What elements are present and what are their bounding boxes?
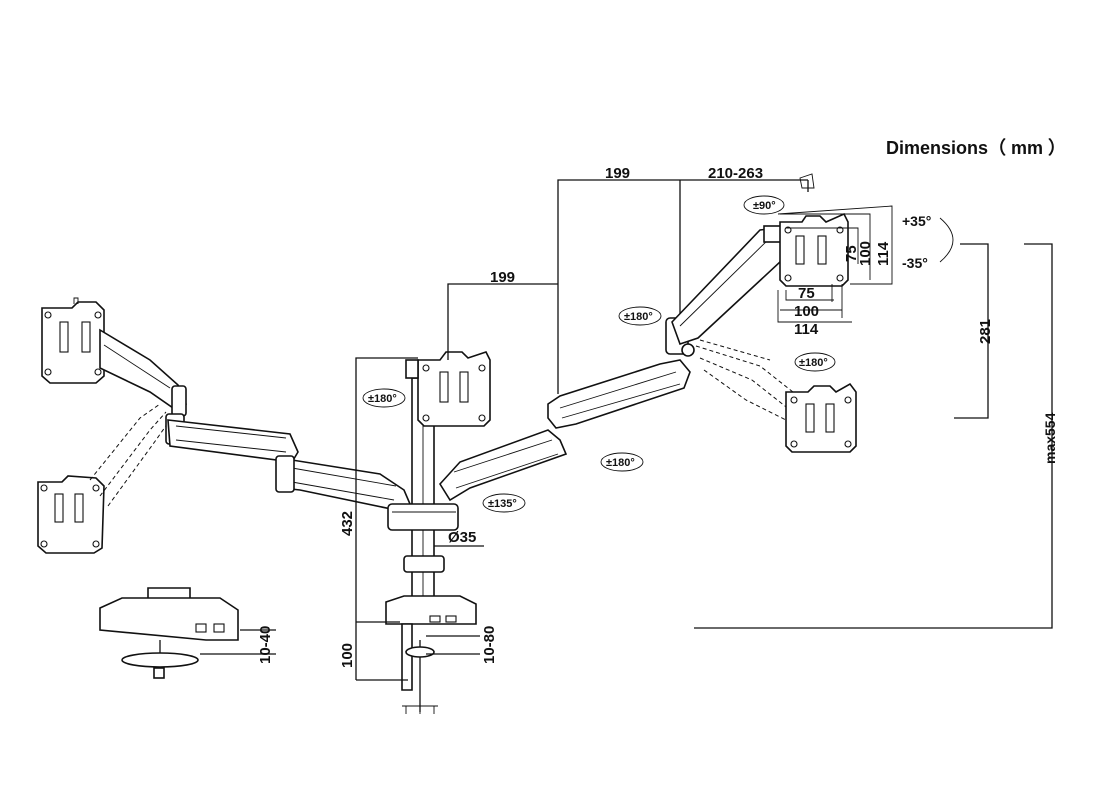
angle-tilt-up: +35° (902, 213, 931, 229)
dimension-lines (200, 173, 1053, 681)
rotation-badges (362, 195, 836, 513)
left-upper-arm (275, 455, 412, 511)
angle-rotation-plate: ±90° (753, 200, 776, 212)
diagram-title: Dimensions（ mm ） (886, 138, 1066, 158)
angle-swivel-top-head: ±180° (799, 357, 828, 369)
center-base-clamp (385, 595, 477, 714)
right-upper-arm (547, 359, 691, 429)
dim-grommet-range: 10-40 (257, 626, 274, 664)
dim-middle-arm-span: 199 (490, 269, 515, 286)
angle-swivel-base: ±135° (488, 498, 517, 510)
dim-vertical-travel: 281 (977, 319, 994, 344)
grommet-base (99, 587, 239, 679)
center-vesa-plate (405, 351, 491, 427)
dim-pole-diameter: Ø35 (448, 529, 476, 546)
pole-collar (387, 503, 459, 573)
left-vesa-plate-lower (37, 475, 105, 554)
vesa-inner-height: 75 (843, 245, 860, 262)
vesa-outer-width: 114 (794, 321, 819, 338)
vesa-mid-width: 100 (794, 303, 819, 320)
dim-clamp-range: 10-80 (481, 626, 498, 664)
dim-pole-height: 432 (339, 511, 356, 536)
dim-clamp-height: 100 (339, 643, 356, 668)
right-gas-arm-lower-dashed (695, 339, 799, 421)
right-vesa-plate-lower (785, 382, 857, 453)
left-vesa-plate-upper (41, 297, 105, 384)
vesa-mid-height: 100 (857, 241, 874, 266)
dim-max-height: max554 (1042, 412, 1058, 464)
right-forearm (439, 429, 568, 502)
angle-swivel-right-arm: ±180° (624, 311, 653, 323)
right-vesa-plate-upper (779, 212, 849, 287)
vesa-inner-width: 75 (798, 285, 815, 302)
dim-top-arm-span: 199 (605, 165, 630, 182)
vesa-outer-height: 114 (875, 241, 892, 266)
left-arm-travel-dashed (89, 403, 171, 507)
dim-top-extension: 210-263 (708, 165, 763, 182)
angle-swivel-center-head: ±180° (368, 393, 397, 405)
left-forearm (167, 419, 299, 463)
angle-swivel-lower-arm: ±180° (606, 457, 635, 469)
angle-tilt-down: -35° (902, 255, 928, 271)
right-gas-arm-upper (671, 225, 787, 346)
